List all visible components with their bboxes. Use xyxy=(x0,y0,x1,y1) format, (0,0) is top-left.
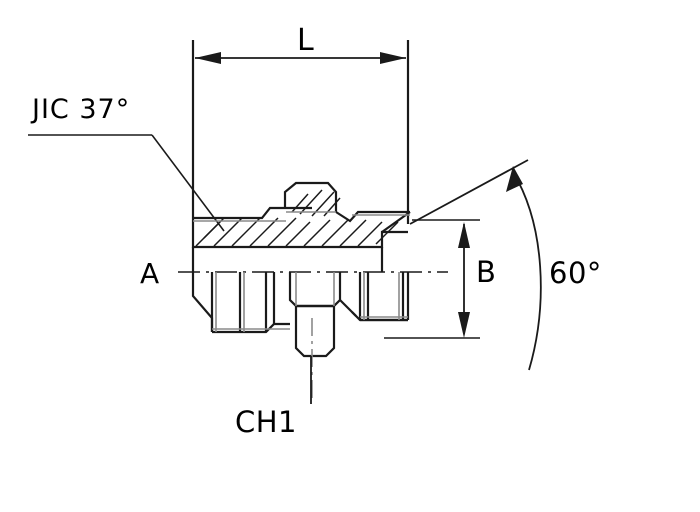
lower-thin-lines xyxy=(212,272,408,332)
angle-label-60: 60° xyxy=(549,256,602,290)
section-hatching xyxy=(195,189,399,247)
hatch-line xyxy=(203,223,219,239)
hatch-line xyxy=(285,221,311,247)
arrowhead-left-L xyxy=(195,52,221,64)
hatch-line xyxy=(213,217,243,247)
angle-dimension-group xyxy=(409,159,542,371)
arrowhead-bottom-B xyxy=(458,312,470,338)
angle-leader-line xyxy=(409,159,529,225)
hatch-line xyxy=(267,217,297,247)
hatch-line xyxy=(249,217,279,247)
dimension-label-B: B xyxy=(476,255,496,289)
upper-thin-lines xyxy=(193,211,410,222)
dimension-L-group xyxy=(191,40,410,232)
hatch-line xyxy=(321,219,349,247)
dimension-label-ch1: CH1 xyxy=(235,405,298,439)
note-label-jic: JIC 37° xyxy=(32,94,131,125)
jic-leader-group xyxy=(28,134,225,232)
hatch-line xyxy=(303,219,331,247)
dimension-label-L: L xyxy=(297,23,315,58)
left-thread-bottom xyxy=(212,322,290,334)
hatch-line xyxy=(339,219,367,247)
hatch-line xyxy=(375,221,399,245)
arrowhead-right-L xyxy=(380,52,406,64)
axis-label-A: A xyxy=(140,257,160,290)
lower-outline xyxy=(191,247,410,358)
hatch-line xyxy=(323,197,341,217)
arrowhead-angle xyxy=(506,166,523,192)
hatch-line xyxy=(357,221,383,247)
hex-nut-profile xyxy=(288,272,342,358)
hatch-line xyxy=(299,189,323,215)
left-thread-top-line xyxy=(193,206,312,220)
hatch-line xyxy=(291,193,309,213)
hatch-line xyxy=(231,217,261,247)
right-thread-bottom xyxy=(351,311,357,317)
jic-leader-diagonal xyxy=(151,134,225,232)
left-end-profile xyxy=(191,247,214,332)
right-thread-top-line xyxy=(335,210,410,223)
arrowhead-top-B xyxy=(458,222,470,248)
angle-arc xyxy=(512,171,542,371)
center-boss-profile xyxy=(283,181,338,212)
